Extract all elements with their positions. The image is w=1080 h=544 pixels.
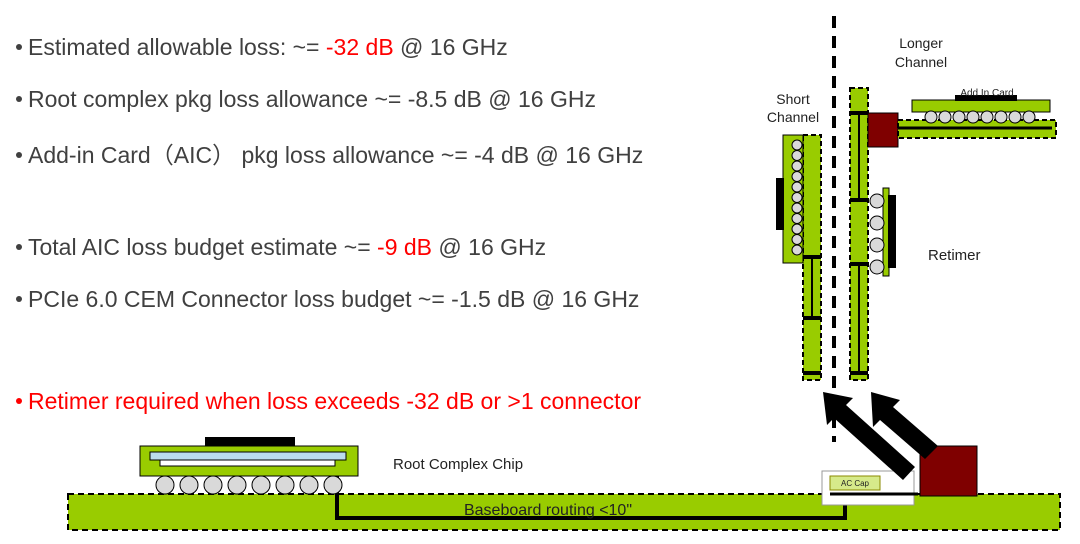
bullet-text: Root complex pkg loss allowance ~= -8.5 …	[28, 86, 596, 112]
solder-ball	[791, 244, 803, 256]
bullet-text: PCIe 6.0 CEM Connector loss budget ~= -1…	[28, 286, 640, 312]
bullet-highlight: -9 dB	[377, 234, 433, 260]
root-complex-chip	[139, 437, 359, 495]
bullet-highlight: -32 dB	[325, 34, 394, 60]
root-complex-solder-balls	[155, 475, 343, 495]
solder-ball	[924, 110, 938, 124]
bullet-text-tail: @ 16 GHz	[393, 34, 508, 60]
ac-cap-label: AC Cap	[841, 479, 870, 488]
add-in-card-label: Add In Card	[960, 88, 1013, 99]
solder-ball	[869, 259, 885, 275]
bullet-list: Estimated allowable loss: ~= -32 dB @ 16…	[16, 0, 756, 430]
solder-ball	[203, 475, 223, 495]
bullet-text: Total AIC loss budget estimate ~=	[28, 234, 378, 260]
retimer-label: Retimer	[928, 247, 981, 264]
bullet-aic-loss-budget: Total AIC loss budget estimate ~= -9 dB …	[16, 234, 546, 261]
retimer-solder-balls	[869, 193, 885, 275]
solder-ball	[251, 475, 271, 495]
solder-ball	[791, 213, 803, 224]
solder-ball	[1022, 110, 1036, 124]
solder-ball	[275, 475, 295, 495]
bullet-dot-icon	[16, 43, 22, 50]
bullet-dot-icon	[16, 151, 22, 158]
solder-ball	[791, 223, 803, 235]
bullet-text: Retimer required when loss exceeds -32 d…	[28, 388, 642, 414]
signal-arrows	[823, 392, 938, 480]
longer-channel-label-line2: Channel	[895, 54, 947, 70]
bullet-dot-icon	[16, 295, 22, 302]
solder-ball	[323, 475, 343, 495]
short-channel-label-line1: Short	[776, 91, 810, 107]
short-channel-label-line2: Channel	[767, 109, 819, 125]
ac-cap-connector: AC Cap	[821, 470, 918, 506]
solder-ball	[869, 193, 885, 209]
bullet-retimer-required: Retimer required when loss exceeds -32 d…	[16, 388, 641, 415]
longer-channel-retimer-chip	[867, 112, 899, 148]
solder-ball	[155, 475, 175, 495]
longer-channel-arrow-icon	[871, 392, 938, 459]
add-in-card	[897, 95, 1057, 139]
bullet-text: Add-in Card（AIC） pkg loss allowance ~= -…	[28, 142, 644, 168]
riser-retimer	[869, 187, 896, 277]
solder-ball	[994, 110, 1008, 124]
solder-ball	[227, 475, 247, 495]
bullet-root-complex-loss: Root complex pkg loss allowance ~= -8.5 …	[16, 86, 596, 113]
bullet-dot-icon	[16, 95, 22, 102]
bullet-text: Estimated allowable loss: ~=	[28, 34, 326, 60]
solder-ball	[791, 150, 803, 161]
solder-ball	[980, 110, 994, 124]
longer-channel-riser	[849, 87, 869, 381]
solder-ball	[179, 475, 199, 495]
solder-ball	[791, 192, 803, 203]
bullet-text-tail: @ 16 GHz	[432, 234, 547, 260]
short-channel-card	[776, 134, 822, 381]
bullet-dot-icon	[16, 397, 22, 404]
solder-ball	[966, 110, 980, 124]
solder-ball	[952, 110, 966, 124]
solder-ball	[791, 171, 803, 182]
baseboard-trace	[335, 476, 847, 520]
solder-ball	[938, 110, 952, 124]
solder-ball	[1008, 110, 1022, 124]
solder-ball	[791, 202, 803, 214]
solder-ball	[869, 237, 885, 253]
solder-ball	[299, 475, 319, 495]
solder-ball	[791, 234, 803, 245]
solder-ball	[791, 139, 803, 151]
add-in-card-solder-balls	[924, 110, 1036, 124]
bullet-allowable-loss: Estimated allowable loss: ~= -32 dB @ 16…	[16, 34, 508, 61]
short-channel-solder-balls	[791, 139, 803, 256]
root-complex-chip-label: Root Complex Chip	[393, 456, 523, 473]
solder-ball	[791, 181, 803, 193]
solder-ball	[869, 215, 885, 231]
bullet-aic-pkg-loss: Add-in Card（AIC） pkg loss allowance ~= -…	[16, 136, 643, 170]
solder-ball	[791, 160, 803, 172]
longer-channel-label-line1: Longer	[899, 35, 943, 51]
bullet-dot-icon	[16, 243, 22, 250]
short-channel-arrow-icon	[823, 392, 915, 480]
baseboard-routing-label: Baseboard routing <10"	[464, 502, 632, 519]
bullet-cem-connector-loss: PCIe 6.0 CEM Connector loss budget ~= -1…	[16, 286, 639, 313]
